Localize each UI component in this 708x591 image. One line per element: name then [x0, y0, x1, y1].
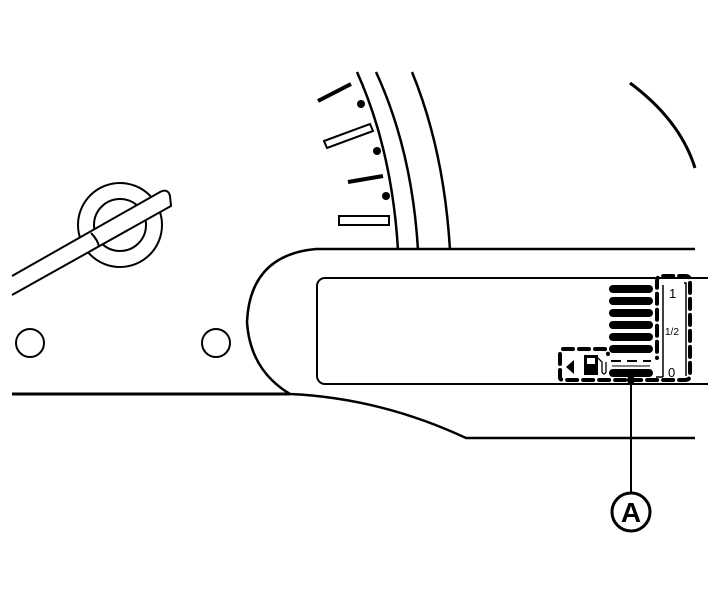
callout-label-a: A — [621, 497, 641, 528]
fuel-scale — [656, 282, 687, 378]
callout-circle — [610, 491, 652, 533]
fuel-gauge-segments — [609, 285, 653, 377]
screw-right — [201, 328, 231, 358]
fuel-pump-icon — [584, 355, 607, 375]
fuel-scale-half-label: 1/2 — [665, 327, 679, 338]
left-arrow-icon — [566, 360, 574, 374]
highlight-dashed-outline — [558, 274, 692, 382]
gauge-arcs — [355, 71, 697, 251]
display-window — [316, 277, 708, 385]
screw-left — [15, 328, 45, 358]
fuel-scale-empty-label: 0 — [668, 365, 675, 380]
fuel-scale-full-label: 1 — [669, 286, 676, 301]
gauge-ticks — [317, 82, 390, 226]
trip-knob — [11, 182, 173, 296]
